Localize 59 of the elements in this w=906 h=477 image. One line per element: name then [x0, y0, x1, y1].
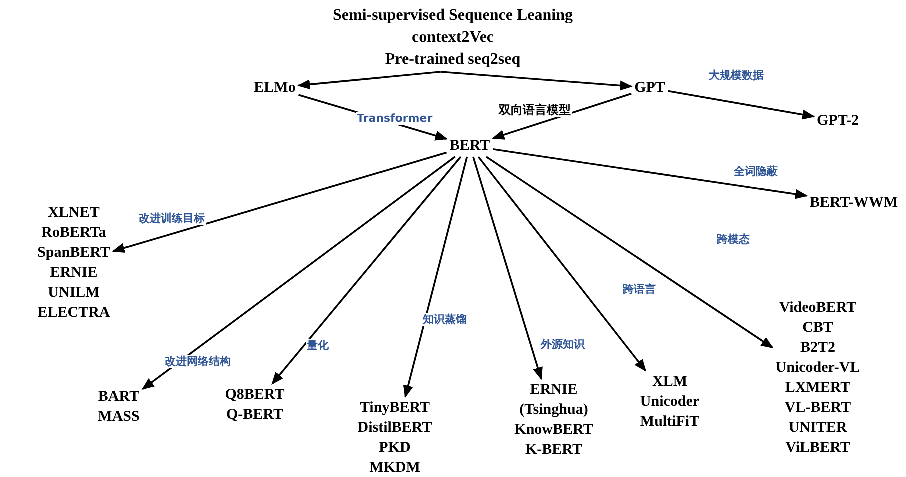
arrow — [478, 156, 647, 372]
model-name: SpanBERT — [36, 244, 112, 263]
arrow — [472, 156, 543, 380]
model-name: PKD — [378, 439, 412, 458]
edge-label: 外源知识 — [540, 338, 586, 351]
model-name: MASS — [97, 408, 141, 427]
model-name: ERNIE — [49, 264, 99, 283]
edge-label: 跨模态 — [716, 233, 751, 246]
arrow — [112, 152, 448, 254]
edge-label: 量化 — [306, 339, 330, 352]
model-name: RoBERTa — [40, 224, 108, 243]
edge-label: 大规模数据 — [708, 69, 765, 82]
model-name: DistilBERT — [356, 419, 434, 438]
model-name: Unicoder-VL — [774, 359, 862, 378]
edge-label: Transformer — [356, 112, 434, 125]
arrow — [440, 71, 633, 91]
model-name: ELMo — [253, 79, 297, 98]
model-name: BERT — [448, 137, 492, 156]
model-name: UNITER — [788, 419, 848, 438]
arrow — [486, 156, 774, 349]
model-name: K-BERT — [524, 441, 584, 460]
arrow — [272, 156, 462, 385]
model-name: KnowBERT — [514, 421, 594, 440]
model-name: UNILM — [47, 284, 101, 303]
method-name: context2Vec — [410, 28, 496, 48]
model-name: Unicoder — [639, 393, 701, 412]
model-name: ViLBERT — [784, 439, 852, 458]
model-name: B2T2 — [799, 339, 836, 358]
model-name: ERNIE (Tsinghua) — [518, 381, 590, 420]
model-name: BERT-WWM — [808, 194, 900, 213]
edge-label: 改进网络结构 — [164, 355, 232, 368]
model-name: GPT-2 — [816, 112, 860, 131]
edge-label: 跨语言 — [622, 283, 657, 296]
edge-label: 双向语言模型 — [498, 104, 572, 117]
model-name: XLM — [652, 373, 688, 392]
edge-label: 改进训练目标 — [138, 212, 206, 225]
model-name: ELECTRA — [36, 304, 112, 323]
edge-label: 知识蒸馏 — [422, 313, 468, 326]
arrow — [493, 148, 808, 200]
model-name: Q-BERT — [226, 406, 284, 425]
model-name: CBT — [802, 319, 834, 338]
method-name: Semi-supervised Sequence Leaning — [332, 6, 574, 26]
arrow — [298, 71, 441, 90]
arrow — [492, 93, 632, 140]
arrow — [668, 90, 816, 120]
model-name: LXMERT — [784, 379, 852, 398]
method-name: Pre-trained seq2seq — [384, 50, 522, 70]
model-name: XLNET — [47, 204, 101, 223]
model-name: VL-BERT — [784, 399, 852, 418]
model-name: BART — [97, 388, 141, 407]
arrow — [142, 156, 456, 390]
edge-label: 全词隐蔽 — [733, 165, 779, 178]
arrow — [403, 156, 468, 398]
model-name: Q8BERT — [224, 386, 286, 405]
model-name: MKDM — [368, 459, 422, 477]
model-name: VideoBERT — [778, 299, 858, 318]
model-name: TinyBERT — [358, 399, 432, 418]
model-name: MultiFiT — [639, 413, 701, 432]
model-name: GPT — [634, 79, 666, 98]
